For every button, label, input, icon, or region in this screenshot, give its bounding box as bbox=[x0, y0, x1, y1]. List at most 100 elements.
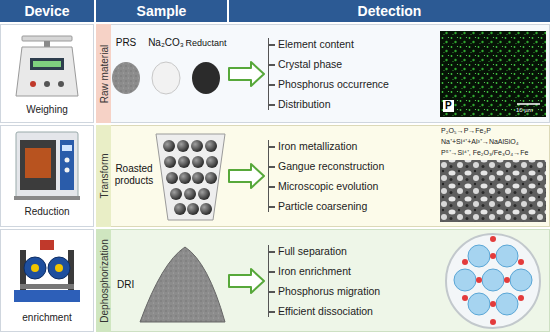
separation-sketch bbox=[490, 301, 496, 307]
furnace-illustration bbox=[16, 132, 78, 198]
separation-sketch bbox=[462, 295, 468, 301]
roasted-pellets bbox=[191, 140, 203, 152]
detection-item: Iron metallization bbox=[278, 140, 436, 152]
process-arrow bbox=[229, 269, 264, 293]
phosphorus-map bbox=[440, 31, 546, 117]
scale-illustration bbox=[16, 36, 78, 96]
dri-powder-pile bbox=[140, 247, 225, 322]
detection-item: Phosphorus occurrence bbox=[278, 78, 436, 90]
scale-illustration bbox=[44, 81, 50, 87]
separation-sketch bbox=[496, 245, 518, 267]
column-header: Detection bbox=[358, 3, 422, 19]
separation-sketch bbox=[476, 277, 482, 283]
detection-list: Iron metallizationGangue reconstructionM… bbox=[268, 140, 436, 212]
magnetic-separator-illustration bbox=[48, 257, 70, 279]
furnace-illustration bbox=[14, 196, 80, 200]
detection-item: Iron enrichment bbox=[278, 265, 436, 277]
raw-powders bbox=[112, 62, 220, 94]
scale-illustration bbox=[16, 47, 78, 96]
detection-list: Full separationIron enrichmentPhosphorus… bbox=[268, 245, 436, 317]
scale-illustration bbox=[30, 58, 64, 70]
header-cell: Device bbox=[0, 0, 94, 22]
raw-powders bbox=[152, 62, 180, 94]
sample-cell: Roasted products bbox=[113, 125, 226, 227]
stage-band: Raw material bbox=[96, 24, 111, 123]
roasted-pellets bbox=[179, 172, 191, 184]
separation-sketch bbox=[462, 259, 468, 265]
micrograph bbox=[440, 160, 546, 222]
roasted-pellets bbox=[164, 156, 176, 168]
reaction-formula: Na⁺+Si⁴⁺+Al³⁺→NaAlSiO₄ bbox=[441, 138, 519, 146]
raw-powders bbox=[192, 62, 220, 94]
roasted-pellets bbox=[178, 156, 190, 168]
sample-label: Na₂CO₃ bbox=[148, 37, 184, 49]
detection-item: Crystal phase bbox=[278, 58, 436, 70]
magnetic-separator-illustration bbox=[31, 264, 39, 272]
roasted-pellets bbox=[166, 172, 178, 184]
roasted-pellets bbox=[174, 203, 186, 215]
detection-list: Element contentCrystal phasePhosphorus o… bbox=[268, 38, 436, 110]
row-panels bbox=[1, 25, 94, 123]
separation-sketch bbox=[490, 319, 496, 325]
separation-sketch bbox=[518, 259, 524, 265]
furnace-illustration bbox=[20, 140, 56, 190]
phosphorus-map bbox=[440, 31, 546, 117]
roasted-pellets bbox=[205, 140, 217, 152]
separation-sketch bbox=[490, 236, 496, 242]
roasted-pellets bbox=[184, 188, 196, 200]
roasted-pellets bbox=[198, 188, 210, 200]
separation-sketch bbox=[490, 253, 496, 259]
roasted-pellets bbox=[187, 203, 199, 215]
sample-cell: PRSNa₂CO₃Reductant bbox=[113, 24, 226, 123]
header-cell: Sample bbox=[96, 0, 227, 22]
detection-item: Full separation bbox=[278, 245, 436, 257]
furnace-illustration bbox=[25, 148, 51, 178]
roasted-pellets bbox=[156, 134, 225, 220]
device-label: Weighing bbox=[26, 104, 68, 116]
separation-sketch bbox=[454, 269, 476, 291]
furnace-illustration bbox=[14, 132, 80, 200]
furnace-illustration bbox=[60, 140, 74, 190]
row-panels bbox=[97, 230, 550, 332]
roasted-pellets bbox=[177, 140, 189, 152]
separation-sketch bbox=[468, 245, 490, 267]
furnace-illustration bbox=[65, 158, 70, 163]
sample-label: PRS bbox=[116, 37, 137, 49]
stage-band: Transform bbox=[96, 125, 111, 227]
scale-illustration bbox=[44, 41, 50, 47]
scale-illustration bbox=[58, 81, 64, 87]
element-symbol: P bbox=[443, 100, 454, 112]
detection-item: Element content bbox=[278, 38, 436, 50]
stage-label: Raw material bbox=[98, 44, 109, 102]
roasted-pellets bbox=[206, 156, 218, 168]
separation-sketch bbox=[446, 234, 540, 328]
detection-item: Gangue reconstruction bbox=[278, 160, 436, 172]
device-label: enrichment bbox=[22, 312, 71, 324]
roasted-pellets bbox=[205, 172, 217, 184]
row-panels bbox=[1, 25, 550, 332]
separation-sketch bbox=[468, 293, 490, 315]
phosphorus-map bbox=[517, 103, 540, 105]
process-arrow bbox=[229, 62, 264, 86]
sample-label: DRI bbox=[117, 279, 134, 291]
roasted-pellets bbox=[156, 134, 225, 220]
roasted-pellets bbox=[170, 188, 182, 200]
magnetic-separator-illustration bbox=[55, 264, 63, 272]
furnace-illustration bbox=[62, 145, 72, 151]
magnetic-separator-illustration bbox=[14, 240, 80, 302]
separation-sketch bbox=[504, 277, 510, 283]
furnace-illustration bbox=[65, 168, 70, 173]
magnetic-separator-illustration bbox=[20, 284, 74, 289]
header-cell: Detection bbox=[229, 0, 550, 22]
roasted-pellets bbox=[192, 172, 204, 184]
magnetic-separator-illustration bbox=[24, 257, 46, 279]
row-panels bbox=[1, 230, 94, 332]
scale-illustration bbox=[30, 81, 36, 87]
roasted-pellets bbox=[163, 140, 175, 152]
separation-sketch bbox=[446, 234, 540, 328]
separation-sketch bbox=[496, 293, 518, 315]
separation-sketch bbox=[510, 269, 532, 291]
sample-cell: DRI bbox=[113, 229, 226, 332]
